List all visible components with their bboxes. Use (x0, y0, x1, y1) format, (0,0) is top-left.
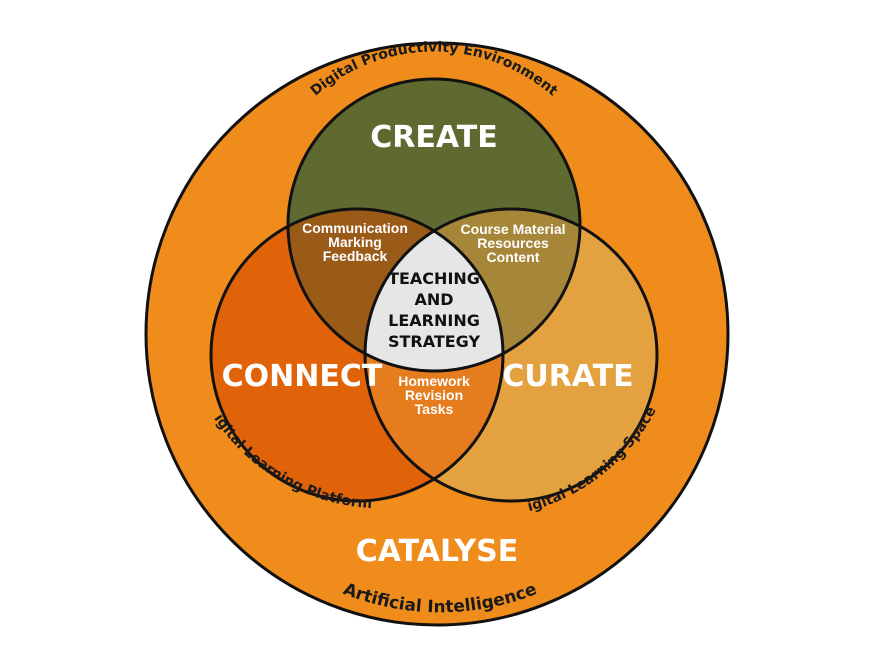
curate-title: CURATE (502, 359, 633, 394)
connect-curate-text: Homework Revision Tasks (398, 373, 470, 417)
curate-outline (363, 207, 659, 503)
create-connect-line-1: Communication (302, 220, 408, 236)
create-curate-line-2: Resources (477, 235, 549, 251)
connect-curate-line-1: Homework (398, 373, 470, 389)
center-text: TEACHING AND LEARNING STRATEGY (388, 269, 481, 351)
create-curate-text: Course Material Resources Content (460, 221, 565, 265)
catalyse-title: CATALYSE (356, 534, 519, 569)
create-connect-line-3: Feedback (323, 248, 388, 264)
create-connect-line-2: Marking (328, 234, 382, 250)
connect-curate-line-2: Revision (405, 387, 463, 403)
center-line-2: AND (414, 290, 453, 309)
connect-title: CONNECT (222, 359, 383, 394)
center-line-3: LEARNING (388, 311, 480, 330)
center-line-1: TEACHING (388, 269, 480, 288)
create-connect-text: Communication Marking Feedback (302, 220, 408, 264)
connect-curate-line-3: Tasks (415, 401, 454, 417)
connect-outline (209, 207, 505, 503)
create-title: CREATE (370, 120, 497, 155)
center-overlap (365, 209, 503, 371)
center-line-4: STRATEGY (388, 332, 481, 351)
create-curate-line-1: Course Material (460, 221, 565, 237)
create-curate-line-3: Content (487, 249, 540, 265)
